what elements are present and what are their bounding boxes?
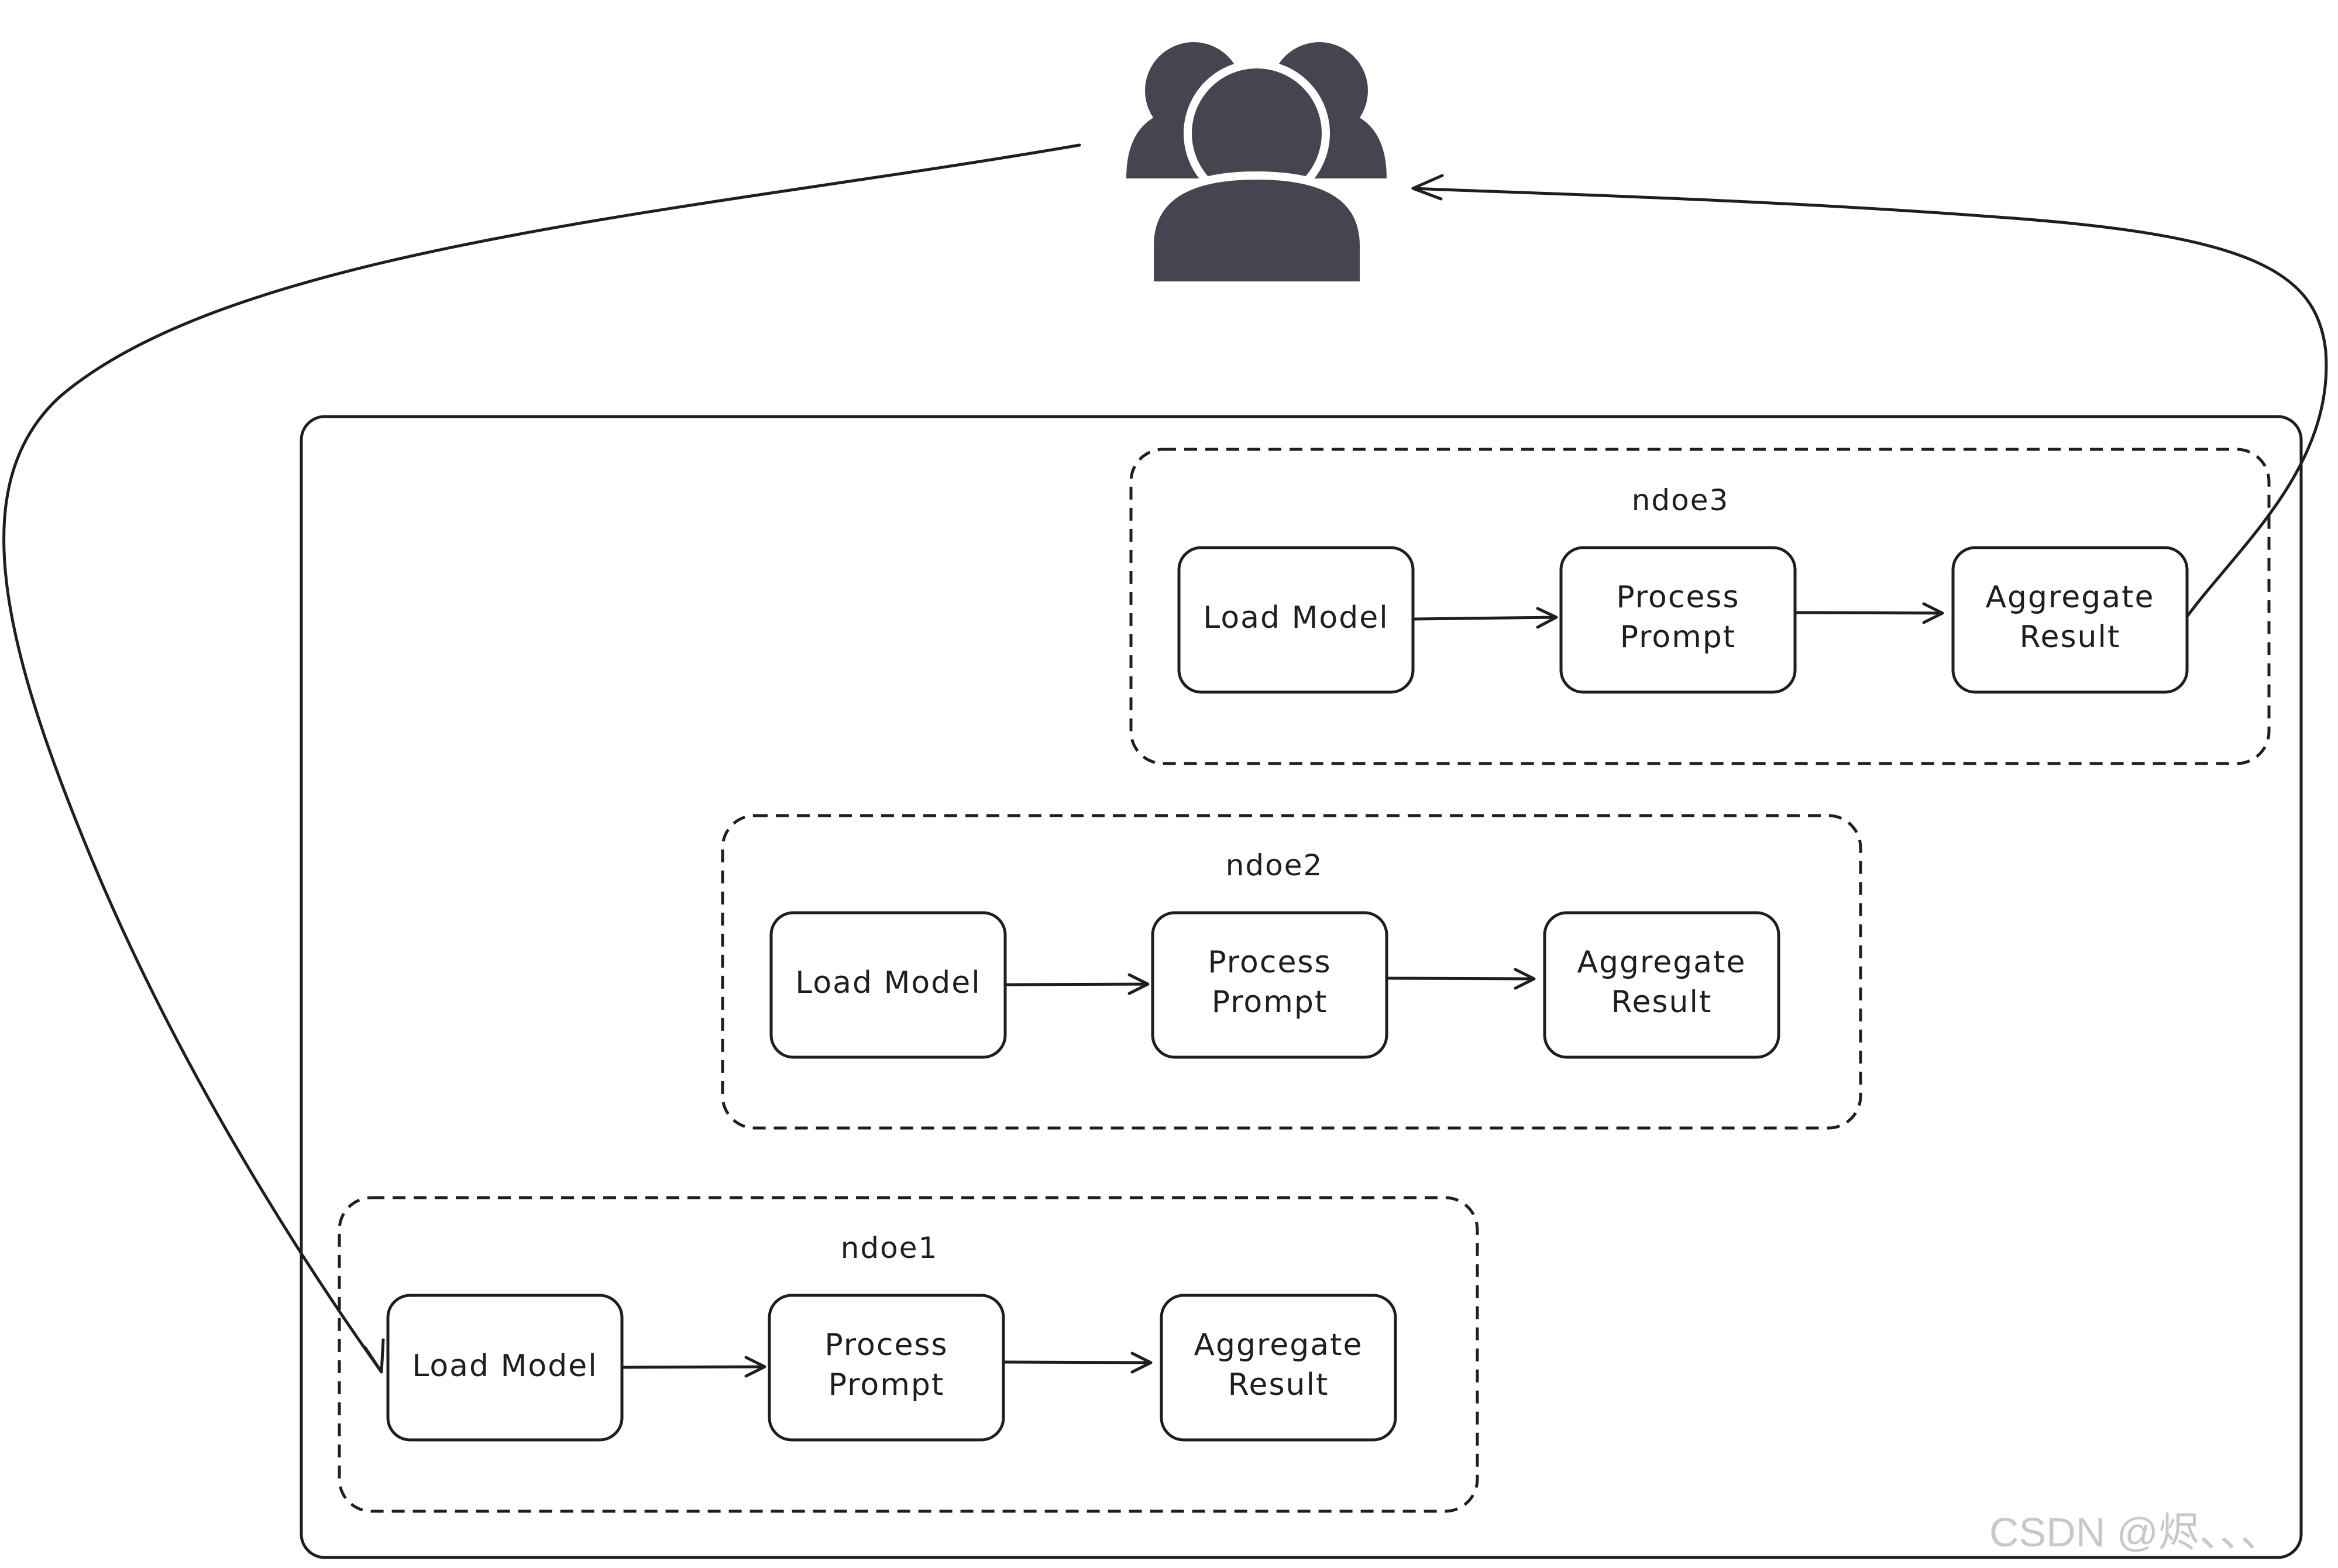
aggregate-result-box [1543,911,1780,1059]
flow-arrow [1003,1352,1153,1374]
aggregate-result-box [1160,1294,1397,1442]
flow-arrow [1386,968,1536,990]
load-model-label: Load Model [795,965,981,1000]
load-model-label: Load Model [412,1349,597,1384]
response-arrow-head [1411,174,1444,201]
users-group-icon [1126,42,1387,290]
node-title: ndoe2 [1226,848,1323,882]
process-prompt-box [1559,546,1797,694]
aggregate-result-box [1951,546,2189,694]
process-prompt-box [1151,911,1388,1059]
aggregate-label-line2: Result [1228,1367,1329,1402]
process-prompt-box [768,1294,1005,1442]
aggregate-label-line1: Aggregate [1985,580,2154,615]
aggregate-label-line1: Aggregate [1577,945,1746,980]
node-boundary [1129,448,2271,765]
flow-arrow [1413,607,1558,629]
node-group-2: ndoe2 Load Model Process Prompt Aggregat… [721,814,1862,1130]
aggregate-label-line1: Aggregate [1194,1328,1363,1363]
process-label-line2: Prompt [1212,985,1328,1020]
process-label-line1: Process [824,1328,948,1363]
response-arrow [1411,187,2328,621]
node-group-3: ndoe3 Load Model Process Prompt Aggregat… [1129,448,2271,765]
cluster-container [300,415,2303,1559]
process-label-line1: Process [1616,580,1739,615]
node-group-1: ndoe1 Load Model Process Prompt Aggregat… [338,1196,1479,1513]
request-arrow-head [363,1338,385,1374]
node-boundary [721,814,1862,1130]
aggregate-label-line2: Result [1611,985,1713,1020]
flow-arrow [621,1356,766,1378]
node-boundary [338,1196,1479,1513]
load-model-label: Load Model [1203,600,1388,635]
flow-arrow [1794,602,1944,624]
aggregate-label-line2: Result [2020,620,2121,655]
node-title: ndoe1 [841,1231,938,1265]
flow-arrow [1005,973,1150,995]
process-label-line1: Process [1208,945,1331,980]
watermark: CSDN @烬、、、 [1989,1509,2281,1555]
node-title: ndoe3 [1632,483,1730,517]
load-model-box [1177,546,1415,694]
process-label-line2: Prompt [1620,620,1737,655]
process-label-line2: Prompt [828,1367,945,1402]
request-arrow [2,143,1081,1374]
